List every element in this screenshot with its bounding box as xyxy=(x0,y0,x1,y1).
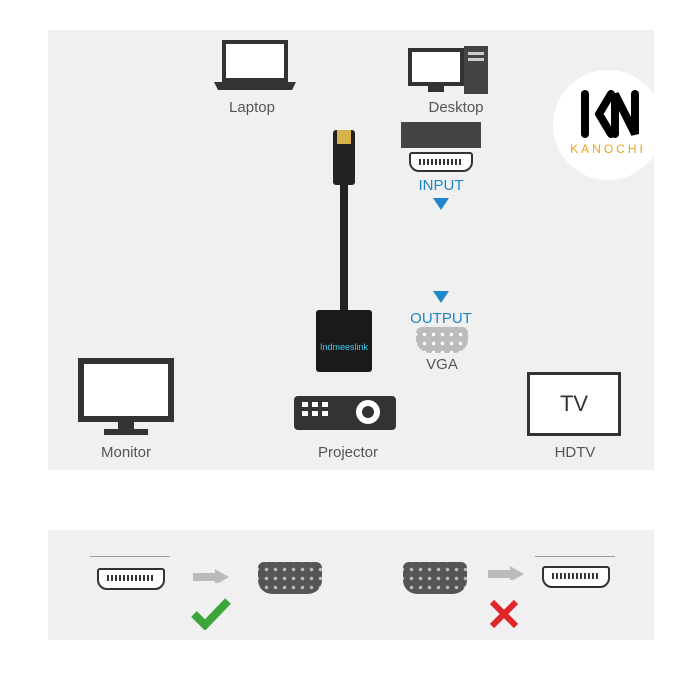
desktop-label: Desktop xyxy=(428,99,484,116)
right-arrow-icon xyxy=(488,566,524,580)
projector-icon xyxy=(294,396,396,430)
hdmi-source-icon xyxy=(97,568,165,590)
input-port-block xyxy=(401,122,481,148)
vga-source-icon xyxy=(403,562,467,594)
tv-icon: TV xyxy=(527,372,621,436)
vga-port-icon xyxy=(416,327,468,353)
adapter-brand: Indmeeslink xyxy=(319,342,369,352)
tv-screen-text: TV xyxy=(559,391,589,416)
monitor-icon xyxy=(78,358,174,435)
adapter-box: Indmeeslink xyxy=(316,310,372,372)
hdmi-plug-tip xyxy=(337,130,351,144)
cable xyxy=(340,185,348,310)
cross-icon xyxy=(489,599,519,629)
projector-label: Projector xyxy=(317,444,379,461)
down-arrow-icon xyxy=(433,291,449,303)
hdtv-label: HDTV xyxy=(554,444,596,461)
kanochi-logo: KANOCHI xyxy=(553,70,663,180)
hdmi-port-icon xyxy=(409,152,473,172)
vga-target-icon xyxy=(258,562,322,594)
down-arrow-icon xyxy=(433,198,449,210)
input-label: INPUT xyxy=(418,177,464,194)
desktop-icon xyxy=(408,46,488,94)
check-icon xyxy=(191,598,231,630)
logo-mark-icon xyxy=(581,90,639,138)
hdmi-target-icon xyxy=(542,566,610,588)
logo-text: KANOCHI xyxy=(570,142,646,156)
laptop-icon xyxy=(214,40,296,90)
monitor-label: Monitor xyxy=(100,444,152,461)
vga-label: VGA xyxy=(426,356,458,373)
output-label: OUTPUT xyxy=(410,310,472,327)
right-arrow-icon xyxy=(193,569,229,583)
laptop-label: Laptop xyxy=(229,99,275,116)
